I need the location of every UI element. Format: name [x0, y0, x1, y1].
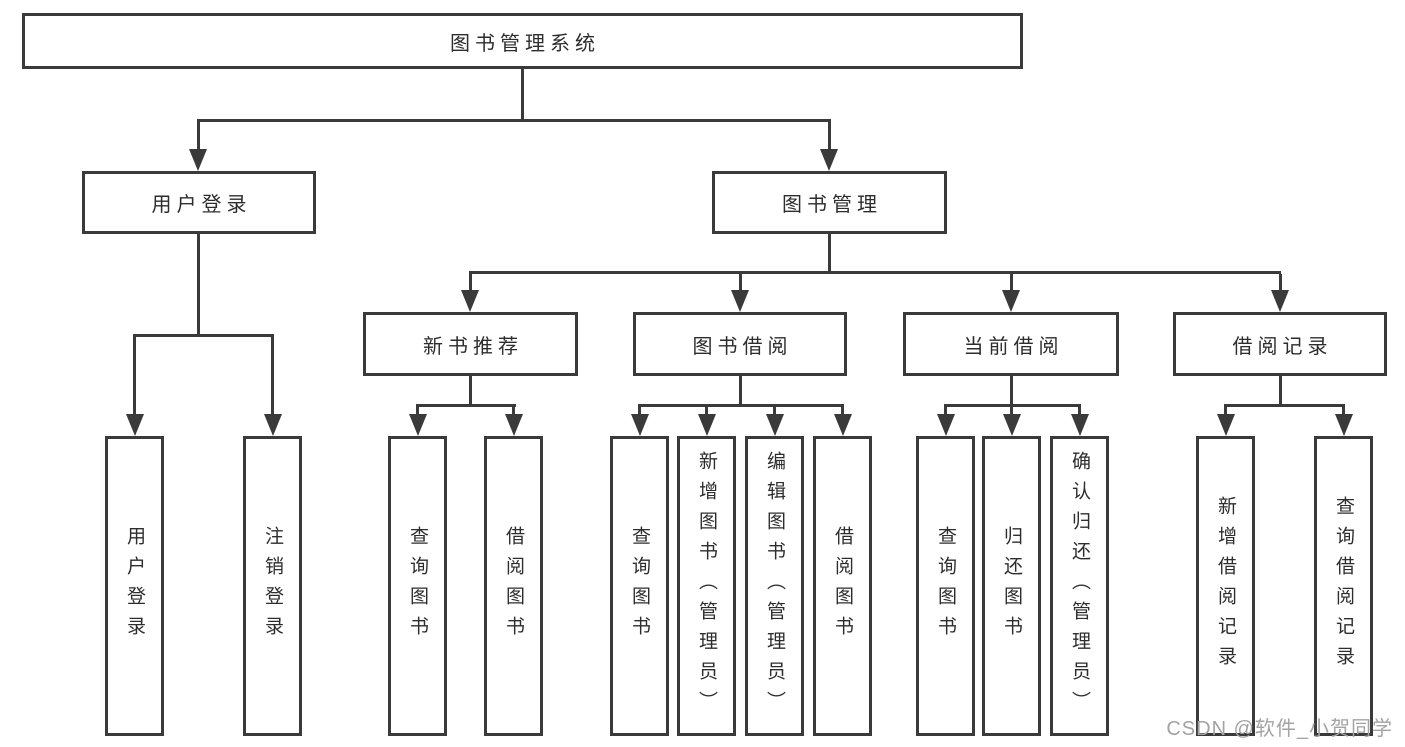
connector-line: [828, 122, 831, 151]
leaf-label: 借阅图书: [503, 526, 524, 646]
connector-arrowhead: [505, 414, 523, 436]
leaf-label: 注销登录: [262, 526, 283, 646]
leaf-query-books-borrowing: 查询图书: [610, 436, 669, 736]
connector-arrowhead: [820, 149, 838, 171]
connector-line: [1279, 375, 1282, 407]
node-borrowing-records: 借阅记录: [1173, 312, 1387, 376]
connector-line: [469, 271, 1281, 274]
node-new-book-recommendation: 新书推荐: [363, 312, 578, 376]
leaf-confirm-return-admin: 确认归还（管理员）: [1050, 436, 1109, 736]
leaf-edit-books-admin: 编辑图书（管理员）: [745, 436, 804, 736]
connector-line: [512, 407, 515, 415]
connector-arrowhead: [631, 414, 649, 436]
connector-line: [416, 407, 419, 415]
connector-line: [197, 122, 200, 151]
connector-arrowhead: [1002, 290, 1020, 312]
connector-line: [197, 119, 831, 122]
connector-line: [638, 404, 844, 407]
connector-arrowhead: [126, 414, 144, 436]
connector-line: [1342, 407, 1345, 415]
connector-arrowhead: [264, 414, 282, 436]
leaf-add-books-admin: 新增图书（管理员）: [677, 436, 736, 736]
connector-arrowhead: [698, 414, 716, 436]
connector-arrowhead: [461, 290, 479, 312]
connector-line: [828, 233, 831, 273]
leaf-logout: 注销登录: [243, 436, 302, 736]
leaf-label: 查询图书: [407, 526, 428, 646]
connector-arrowhead: [766, 414, 784, 436]
node-library-management-system: 图书管理系统: [22, 13, 1023, 69]
connector-line: [1078, 407, 1081, 415]
connector-line: [739, 375, 742, 407]
leaf-borrow-books-recommend: 借阅图书: [484, 436, 543, 736]
leaf-borrow-books: 借阅图书: [813, 436, 872, 736]
leaf-label: 归还图书: [1001, 526, 1022, 646]
leaf-user-login: 用户登录: [105, 436, 164, 736]
node-book-management: 图书管理: [712, 171, 947, 234]
node-label: 用户登录: [151, 194, 252, 216]
connector-arrowhead: [937, 414, 955, 436]
connector-line: [469, 274, 472, 292]
leaf-label: 查询图书: [935, 526, 956, 646]
leaf-label: 新增图书（管理员）: [696, 451, 717, 721]
leaf-query-books-recommend: 查询图书: [388, 436, 447, 736]
connector-line: [841, 407, 844, 415]
connector-arrowhead: [1071, 414, 1089, 436]
connector-line: [1010, 375, 1013, 407]
node-label: 借阅记录: [1232, 335, 1333, 358]
connector-line: [1279, 274, 1282, 292]
node-current-borrowing: 当前借阅: [903, 312, 1119, 376]
connector-line: [638, 407, 641, 415]
connector-arrowhead: [1217, 414, 1235, 436]
node-label: 图书管理系统: [450, 32, 600, 55]
connector-arrowhead: [834, 414, 852, 436]
leaf-return-books: 归还图书: [982, 436, 1041, 736]
connector-line: [773, 407, 776, 415]
leaf-label: 借阅图书: [832, 526, 853, 646]
leaf-label: 确认归还（管理员）: [1069, 451, 1090, 721]
connector-arrowhead: [1003, 414, 1021, 436]
leaf-label: 查询借阅记录: [1333, 496, 1354, 676]
connector-line: [944, 407, 947, 415]
connector-line: [705, 407, 708, 415]
connector-line: [469, 375, 472, 407]
connector-arrowhead: [1271, 290, 1289, 312]
node-label: 新书推荐: [423, 335, 523, 358]
leaf-add-borrowing-record: 新增借阅记录: [1196, 436, 1255, 736]
connector-line: [1010, 274, 1013, 292]
node-label: 当前借阅: [963, 335, 1064, 358]
connector-arrowhead: [409, 414, 427, 436]
connector-line: [416, 404, 516, 407]
leaf-query-books-current: 查询图书: [916, 436, 975, 736]
connector-line: [1224, 404, 1345, 407]
watermark: CSDN @软件_小贺同学: [1166, 718, 1393, 740]
connector-arrowhead: [731, 290, 749, 312]
node-label: 图书借阅: [692, 335, 793, 358]
connector-line: [271, 336, 274, 415]
leaf-label: 查询图书: [629, 526, 650, 646]
connector-line: [1224, 407, 1227, 415]
connector-line: [197, 233, 200, 336]
connector-arrowhead: [189, 149, 207, 171]
leaf-label: 新增借阅记录: [1215, 496, 1236, 676]
connector-line: [944, 404, 1081, 407]
leaf-query-borrowing-record: 查询借阅记录: [1314, 436, 1373, 736]
leaf-label: 编辑图书（管理员）: [764, 451, 785, 721]
node-label: 图书管理: [782, 194, 882, 216]
connector-arrowhead: [1335, 414, 1353, 436]
connector-line: [133, 336, 136, 415]
leaf-label: 用户登录: [124, 526, 145, 646]
node-user-login: 用户登录: [82, 171, 316, 234]
connector-line: [133, 334, 274, 337]
connector-line: [521, 69, 524, 122]
connector-line: [1010, 407, 1013, 415]
node-book-borrowing: 图书借阅: [633, 312, 847, 376]
connector-line: [739, 274, 742, 292]
